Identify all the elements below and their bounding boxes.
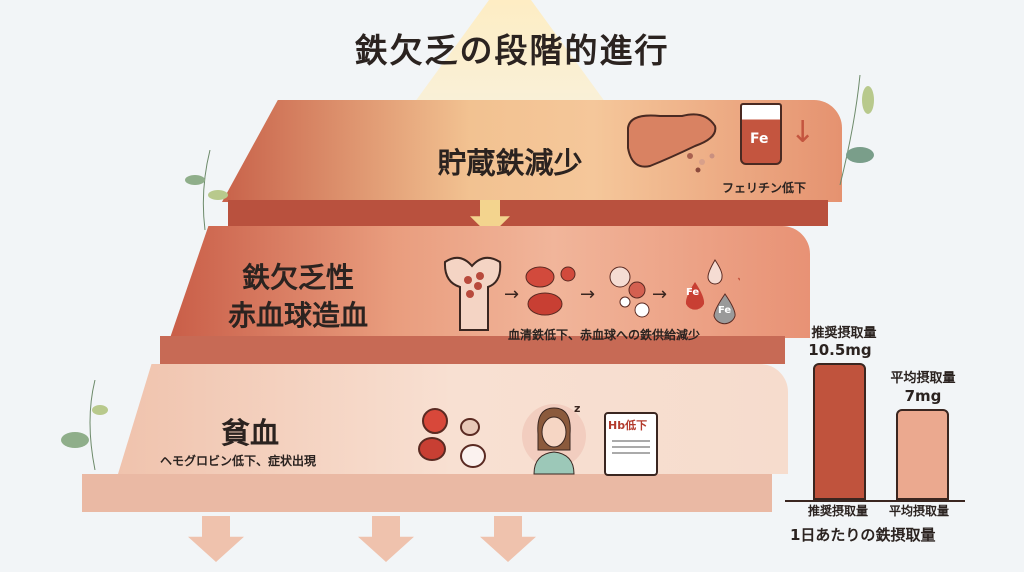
stage-2-title-line2: 赤血球造血: [227, 299, 368, 332]
down-arrow-icon: [480, 516, 536, 562]
down-arrow-icon: ↓: [790, 115, 816, 150]
hb-report-icon: Hb低下: [604, 412, 658, 476]
hb-label: Hb低下: [608, 419, 648, 432]
pale-cell-icon: [460, 444, 486, 468]
fe-label-red: Fe: [686, 287, 700, 298]
fe-label: Fe: [750, 131, 769, 147]
leaf-icon: [839, 75, 874, 185]
svg-text:→: →: [652, 284, 667, 305]
bar-2: [896, 408, 949, 500]
leaf-icon: [185, 150, 228, 230]
stage-3-front: [82, 474, 772, 512]
svg-text:→: →: [580, 284, 595, 305]
stage-2-title-line1: 鉄欠乏性: [241, 261, 354, 294]
stage-3-step: [118, 364, 788, 474]
sleep-z: z: [574, 402, 580, 415]
x-tick-label: 平均摂取量: [889, 504, 950, 518]
bar-value-label: 7mg: [904, 386, 942, 405]
chart-title: 1日あたりの鉄摂取量: [790, 526, 936, 544]
stage-3-caption: ヘモグロビン低下、症状出現: [160, 454, 317, 468]
fe-label-gray: Fe: [718, 305, 732, 316]
svg-text:↓: ↓: [734, 266, 740, 287]
stage-1-step: [222, 100, 842, 202]
red-cell-icon: [418, 437, 446, 461]
stage-2-front: [160, 336, 785, 364]
bar-category-label-top: 平均摂取量: [890, 370, 956, 386]
ferritin-tube-icon: Fe: [740, 103, 782, 165]
svg-text:→: →: [504, 284, 519, 305]
leaf-icon: [61, 380, 108, 470]
tired-woman-icon: z: [522, 402, 586, 475]
liver-icon: [627, 113, 717, 173]
bar-1: [813, 363, 866, 500]
down-arrow-icon: [188, 516, 244, 562]
stage-1-front: [228, 200, 828, 226]
chart-baseline: [785, 500, 965, 502]
pale-cell-icon: [460, 418, 480, 436]
bar-value-label: 10.5mg: [808, 341, 872, 359]
erythropoiesis-icons: → → → ↓: [443, 256, 740, 331]
stage-1-title: 貯蔵鉄減少: [437, 146, 583, 180]
red-cell-icon: [422, 408, 448, 434]
stage-1-caption: フェリチン低下: [722, 181, 807, 195]
down-arrow-icon: [358, 516, 414, 562]
page-title: 鉄欠乏の段階的進行: [354, 31, 670, 70]
bar-category-label-top: 推奨摂取量: [811, 326, 877, 341]
x-tick-label: 推奨摂取量: [808, 504, 869, 518]
stage-2-caption: 血清鉄低下、赤血球への鉄供給減少: [508, 328, 701, 342]
stage-3-title: 貧血: [220, 416, 279, 450]
